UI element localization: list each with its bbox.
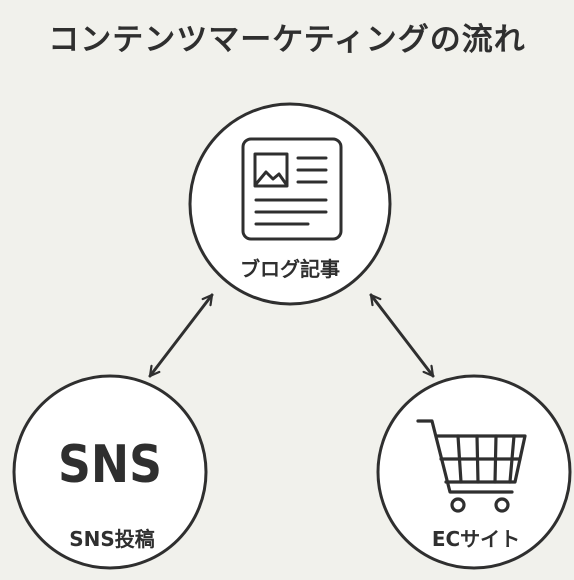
node-sns-label: SNS投稿 xyxy=(69,527,155,551)
node-ec: ECサイト xyxy=(376,374,572,570)
arrow-blog-ec xyxy=(369,293,435,378)
node-ec-circle xyxy=(376,374,572,570)
node-sns: SNS SNS投稿 xyxy=(12,374,208,570)
node-blog-label: ブログ記事 xyxy=(240,257,340,281)
arrow-blog-sns xyxy=(148,293,214,378)
node-ec-label: ECサイト xyxy=(432,527,520,551)
shopping-cart-icon xyxy=(416,419,527,513)
article-icon xyxy=(241,137,343,241)
node-sns-circle xyxy=(12,374,208,570)
sns-logo-text: SNS xyxy=(58,435,162,495)
page-title: コンテンツマーケティングの流れ xyxy=(48,22,526,58)
node-blog: ブログ記事 xyxy=(188,102,392,306)
